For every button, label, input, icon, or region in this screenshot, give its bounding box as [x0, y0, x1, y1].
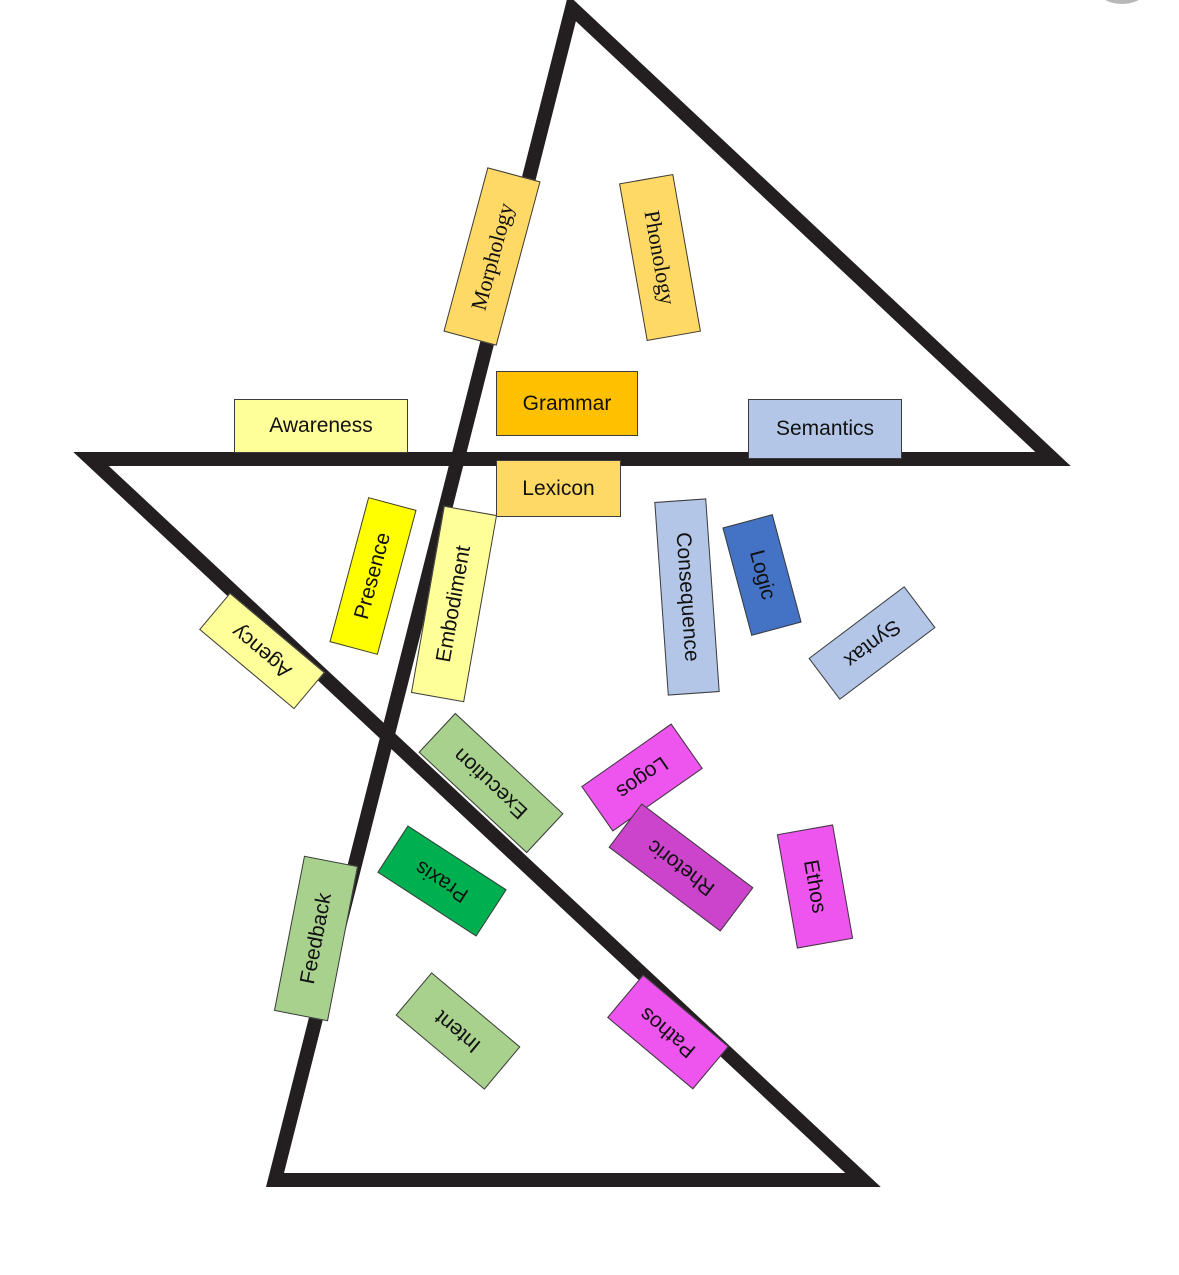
corner-circle-fragment [1094, 0, 1150, 4]
label-awareness: Awareness [234, 399, 408, 453]
label-semantics: Semantics [748, 399, 902, 459]
label-lexicon: Lexicon [496, 460, 621, 517]
label-grammar: Grammar [496, 371, 638, 436]
